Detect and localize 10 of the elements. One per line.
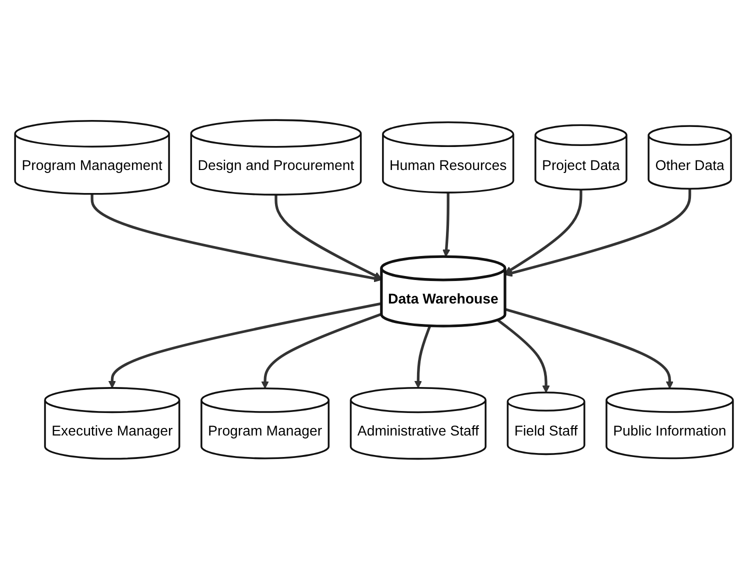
arrow bbox=[274, 194, 382, 279]
arrow bbox=[108, 302, 382, 388]
arrow bbox=[504, 307, 674, 388]
arrow bbox=[504, 188, 692, 276]
arrow bbox=[442, 192, 450, 256]
arrow bbox=[414, 324, 432, 388]
arrow bbox=[504, 189, 582, 274]
arrow bbox=[90, 193, 382, 282]
arrow bbox=[261, 312, 382, 388]
arrow bbox=[496, 318, 550, 392]
